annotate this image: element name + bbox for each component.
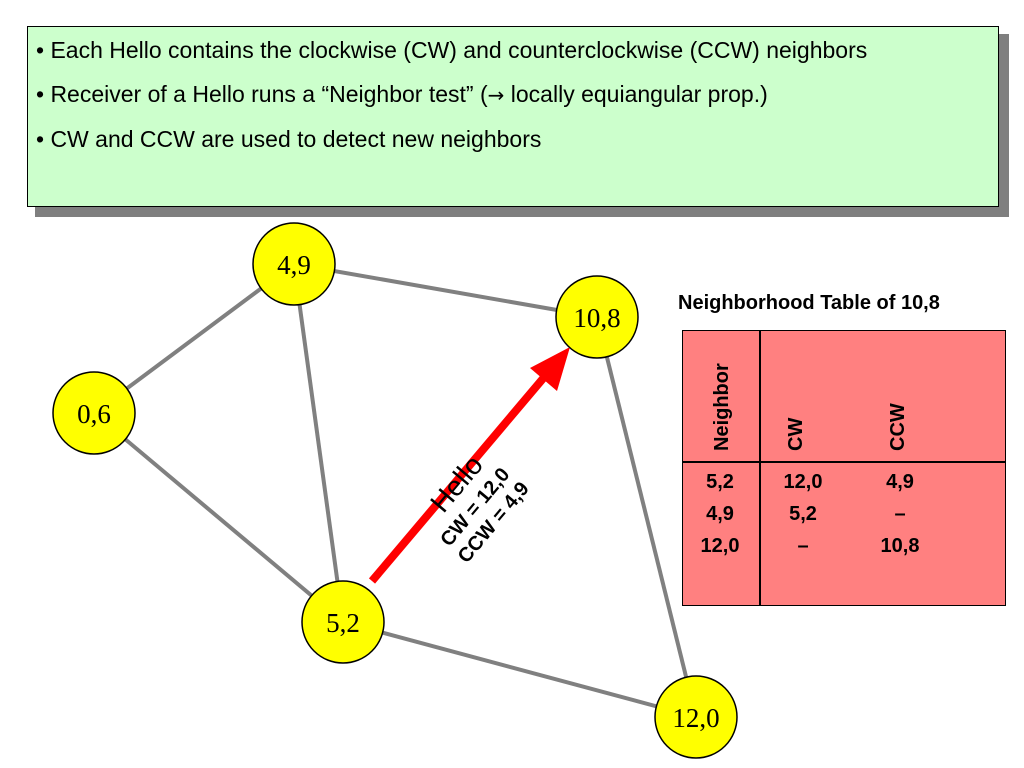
hello-arrow-shaft	[368, 372, 550, 584]
node-4-9-label: 4,9	[277, 250, 311, 280]
edge-108-120	[595, 316, 698, 718]
node-12-0: 12,0	[654, 675, 738, 759]
row2-cw: 5,2	[789, 503, 817, 525]
hello-arrow-head	[530, 347, 570, 391]
bullet-neighbor-test-rest: locally equiangular prop.)	[504, 81, 768, 107]
row3-cw: –	[797, 535, 809, 557]
node-5-2: 5,2	[301, 580, 385, 664]
node-4-9: 4,9	[252, 222, 336, 306]
neighborhood-table: Neighbor CW CCW 5,2 12,0 4,9 4,9 5,2 – 1…	[682, 330, 1006, 606]
table-title: Neighborhood Table of 10,8	[678, 292, 940, 314]
bullet-detect-neighbors: • CW and CCW are used to detect new neig…	[36, 126, 542, 152]
header-ccw: CCW	[887, 403, 909, 451]
row3-neighbor: 12,0	[700, 535, 740, 557]
hello-label-group: Hello CW = 12,0 CCW = 4,9	[424, 449, 534, 567]
edge-52-120	[342, 620, 697, 719]
row1-ccw: 4,9	[886, 471, 914, 493]
row2-ccw: –	[894, 503, 906, 525]
table-column-divider	[759, 331, 761, 605]
hello-arrow	[368, 347, 570, 584]
header-neighbor: Neighbor	[711, 363, 733, 451]
edge-06-52	[92, 411, 345, 624]
node-10-8: 10,8	[555, 275, 639, 359]
node-10-8-label: 10,8	[573, 303, 620, 333]
row1-cw: 12,0	[783, 471, 823, 493]
row3-ccw: 10,8	[880, 535, 920, 557]
right-arrow-icon: →	[487, 83, 505, 107]
node-0-6-label: 0,6	[77, 399, 111, 429]
node-0-6: 0,6	[52, 371, 136, 455]
bullet-hello-contents: • Each Hello contains the clockwise (CW)…	[36, 37, 868, 63]
bullet-neighbor-test-text: • Receiver of a Hello runs a “Neighbor t…	[36, 81, 488, 107]
header-cw: CW	[785, 417, 807, 451]
node-12-0-label: 12,0	[672, 703, 719, 733]
row2-neighbor: 4,9	[706, 503, 734, 525]
edge-49-52	[292, 263, 345, 623]
bullet-neighbor-test: • Receiver of a Hello runs a “Neighbor t…	[36, 79, 988, 110]
row1-neighbor: 5,2	[706, 471, 734, 493]
edge-49-108	[293, 262, 598, 319]
info-callout: • Each Hello contains the clockwise (CW)…	[27, 26, 999, 207]
table-header-divider	[683, 461, 1005, 463]
node-5-2-label: 5,2	[326, 608, 360, 638]
